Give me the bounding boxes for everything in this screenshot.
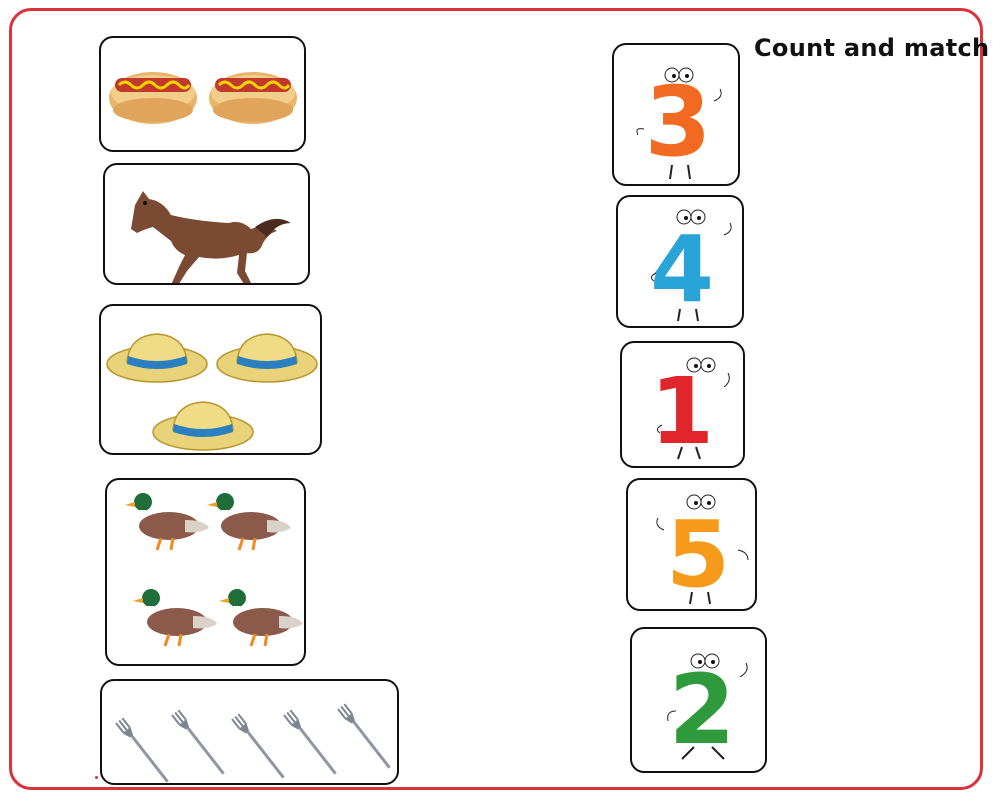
hot-dog-icon xyxy=(109,72,297,124)
number-text: 5 xyxy=(666,501,730,608)
card-horse[interactable] xyxy=(103,163,310,285)
duck-icon xyxy=(123,491,304,648)
number-text: 4 xyxy=(650,216,714,323)
stray-dot xyxy=(95,776,98,779)
worksheet-title: Count and match xyxy=(754,34,990,62)
straw-hat-icon xyxy=(106,333,318,451)
card-hats[interactable] xyxy=(99,304,322,455)
card-ducks[interactable] xyxy=(105,478,306,666)
horse-icon xyxy=(131,191,291,283)
number-card-4[interactable]: 4 xyxy=(616,195,744,328)
card-hot-dogs[interactable] xyxy=(99,36,306,152)
number-card-2[interactable]: 2 xyxy=(630,627,767,773)
fork-icon xyxy=(114,702,395,783)
number-card-5[interactable]: 5 xyxy=(626,478,757,611)
number-text: 2 xyxy=(669,654,736,766)
number-card-1[interactable]: 1 xyxy=(620,341,745,468)
number-text: 3 xyxy=(645,66,712,178)
number-card-3[interactable]: 3 xyxy=(612,43,740,186)
card-forks[interactable] xyxy=(100,679,399,785)
